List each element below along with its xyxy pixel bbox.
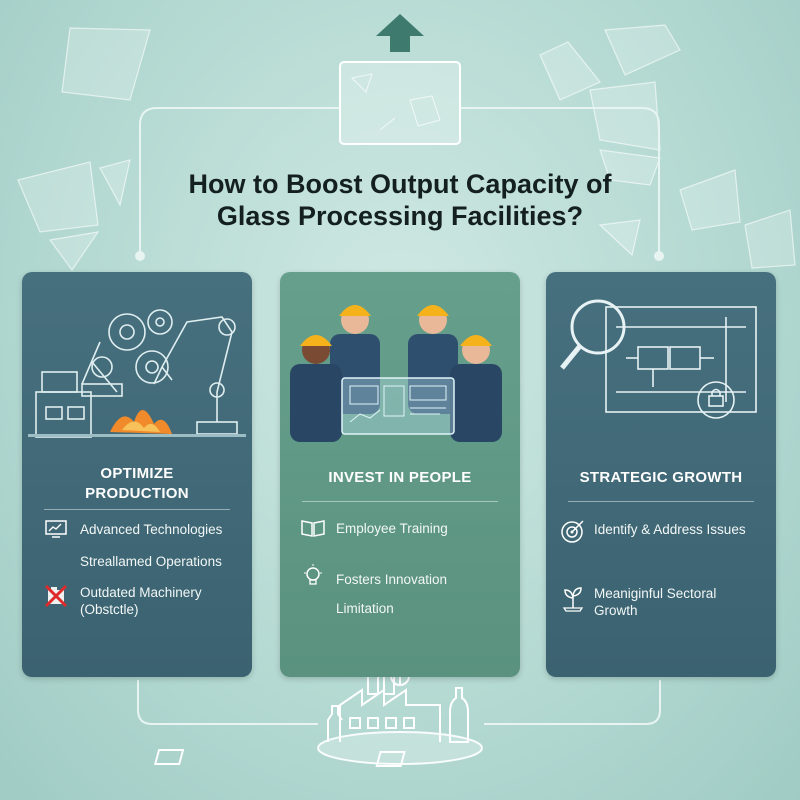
list-item-line-1: Outdated Machinery — [80, 585, 202, 600]
blueprint-magnifier-illustration — [560, 299, 757, 419]
connector-lines — [135, 107, 664, 725]
lightbulb-icon — [304, 564, 322, 585]
divider — [568, 501, 754, 502]
list-item: Employee Training — [336, 521, 448, 536]
divider — [302, 501, 498, 502]
sprout-icon — [562, 587, 584, 612]
card-optimize-production: OPTIMIZE PRODUCTION Advanced Technologie… — [22, 272, 252, 677]
list-item: Meaniginful Sectoral Growth — [594, 585, 716, 619]
list-item: Outdated Machinery (Obstctle) — [80, 584, 202, 618]
robotic-arm-illustration — [28, 309, 246, 438]
glass-pane — [339, 61, 461, 145]
card-title: INVEST IN PEOPLE — [328, 469, 472, 486]
monitor-chart-icon — [45, 520, 67, 538]
page-title: How to Boost Output Capacity of Glass Pr… — [100, 168, 700, 232]
list-item: Fosters Innovation — [336, 572, 448, 587]
target-icon — [561, 520, 584, 543]
card-title: OPTIMIZE PRODUCTION — [22, 464, 252, 504]
title-line-2: Glass Processing Facilities? — [216, 201, 584, 231]
book-icon — [301, 520, 325, 537]
card-title: STRATEGIC GROWTH — [579, 469, 743, 486]
title-line-1: How to Boost Output Capacity of — [188, 169, 612, 199]
list-item: Identify & Address Issues — [594, 522, 746, 537]
card-invest-in-people: INVEST IN PEOPLE Employee Training Foste… — [280, 272, 520, 677]
list-item-line-1: Meaniginful Sectoral — [594, 586, 717, 601]
list-item: Limitation — [336, 601, 394, 616]
list-item-line-2: (Obstctle) — [80, 602, 139, 617]
crossed-machine-icon — [44, 584, 68, 608]
divider — [44, 509, 230, 510]
up-arrow-icon — [376, 14, 424, 52]
list-item: Advanced Technologies — [80, 522, 223, 537]
workers-illustration — [290, 305, 502, 442]
list-item-line-2: Growth — [594, 603, 638, 618]
glass-shards — [17, 24, 796, 272]
card-strategic-growth: STRATEGIC GROWTH Identify & Address Issu… — [546, 272, 776, 677]
card-title-line-1: OPTIMIZE — [100, 465, 174, 482]
list-item: Streallamed Operations — [80, 554, 222, 569]
card-title-line-2: PRODUCTION — [85, 485, 189, 502]
